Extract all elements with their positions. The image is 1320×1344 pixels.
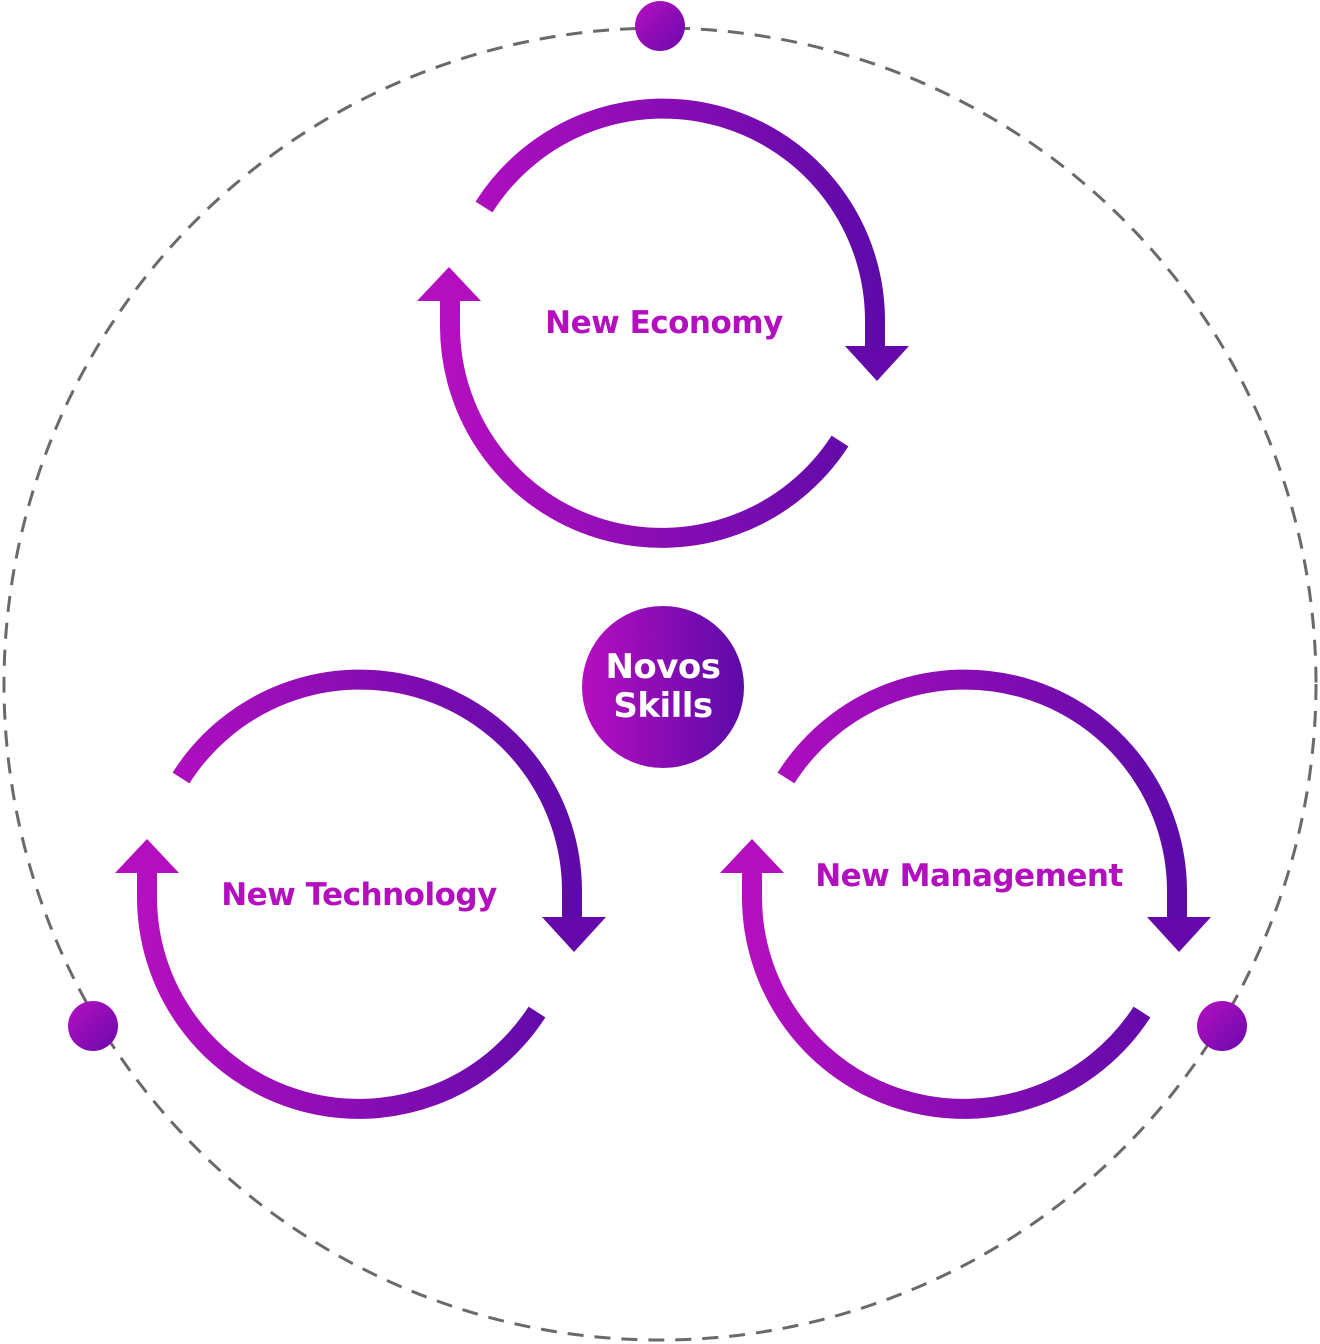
cycle-management-up-arrowhead bbox=[720, 839, 784, 873]
cycle-economy: New Economy bbox=[417, 98, 909, 548]
cycle-management-label: New Management bbox=[815, 858, 1123, 894]
cycle-technology-down-arrowhead bbox=[542, 917, 606, 952]
cycle-economy-up-arrowhead bbox=[417, 267, 481, 301]
center-node-circle bbox=[582, 606, 744, 768]
center-node: Novos Skills bbox=[582, 606, 744, 768]
ring-node-left bbox=[68, 1001, 118, 1051]
cycle-technology-lower-arc bbox=[136, 869, 546, 1119]
cycle-economy-upper-arc bbox=[475, 98, 886, 346]
ring-node-right bbox=[1197, 1001, 1247, 1051]
cycle-management-upper-arc bbox=[777, 669, 1188, 917]
cycle-economy-label: New Economy bbox=[545, 305, 783, 341]
center-node-line2: Skills bbox=[613, 686, 712, 726]
cycle-technology-label: New Technology bbox=[221, 877, 497, 913]
cycle-economy-lower-arc bbox=[439, 298, 849, 548]
cycle-technology-up-arrowhead bbox=[115, 839, 179, 873]
cycle-technology: New Technology bbox=[115, 669, 606, 1119]
cycle-management-down-arrowhead bbox=[1147, 917, 1211, 952]
cycle-technology-upper-arc bbox=[172, 669, 583, 917]
center-node-line1: Novos bbox=[605, 647, 720, 687]
cycle-economy-down-arrowhead bbox=[845, 346, 909, 381]
ring-node-top bbox=[635, 1, 685, 51]
cycle-management-lower-arc bbox=[741, 869, 1151, 1119]
cycle-management: New Management bbox=[720, 669, 1211, 1119]
